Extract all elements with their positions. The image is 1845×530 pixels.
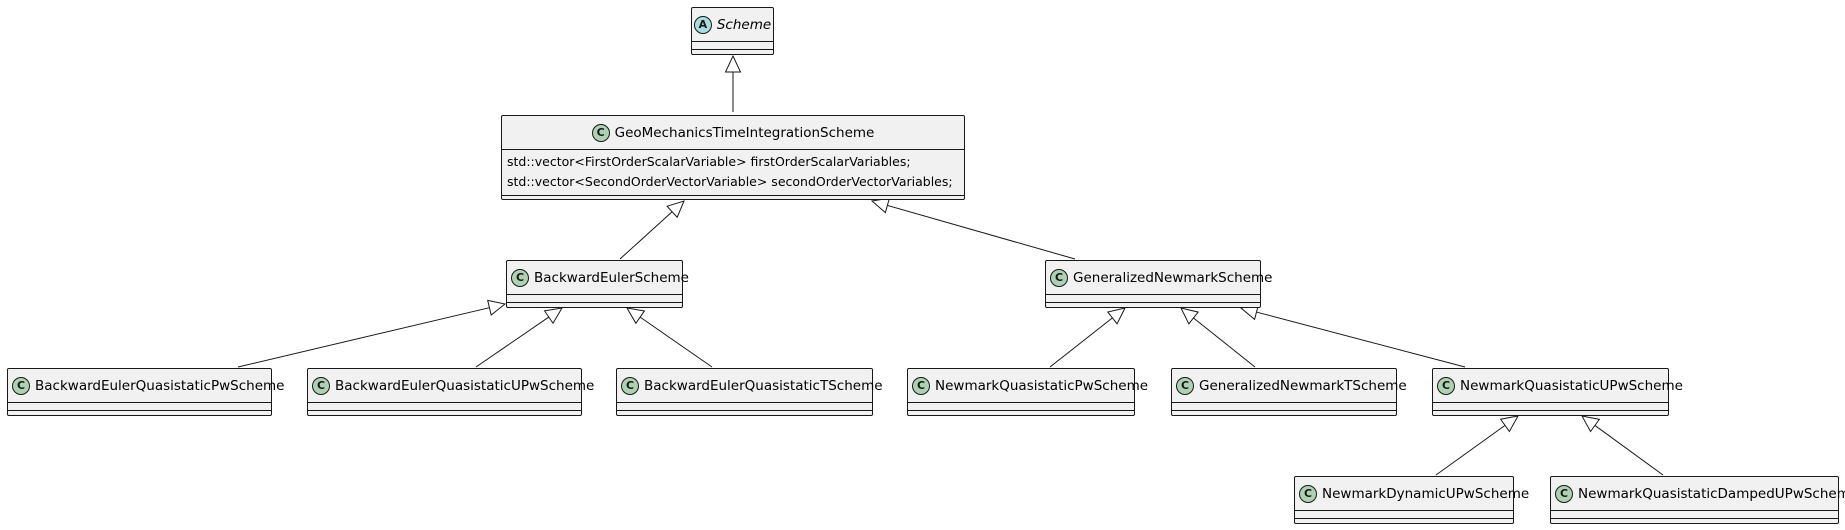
class-header: A Scheme	[692, 8, 773, 42]
fields-section	[1433, 403, 1668, 411]
class-name: GeoMechanicsTimeIntegrationScheme	[614, 124, 875, 141]
class-icon: C	[1050, 268, 1068, 287]
class-icon: C	[511, 268, 529, 287]
inheritance-line	[619, 211, 673, 260]
methods-section	[1551, 519, 1838, 526]
fields-section	[617, 403, 872, 411]
inheritance-line	[475, 316, 550, 368]
inheritance-line	[1435, 424, 1506, 476]
fields-section	[908, 403, 1134, 411]
inheritance-arrowhead	[543, 307, 563, 325]
inheritance-arrowhead	[666, 200, 685, 219]
methods-section	[617, 411, 872, 418]
class-name: BackwardEulerQuasistaticPwScheme	[35, 377, 285, 394]
class-header: C NewmarkQuasistaticUPwScheme	[1433, 369, 1683, 403]
class-header: C GeneralizedNewmarkTScheme	[1172, 369, 1407, 403]
field-first-order-scalar-variables: std::vector<FirstOrderScalarVariable> fi…	[507, 154, 911, 169]
methods-section	[507, 303, 682, 310]
inheritance-line	[1049, 317, 1113, 368]
class-icon: C	[912, 376, 930, 395]
class-header: C NewmarkQuasistaticPwScheme	[908, 369, 1148, 403]
class-backward-euler-quasistatic-pw-scheme[interactable]: C BackwardEulerQuasistaticPwScheme	[7, 368, 284, 418]
class-icon: C	[1299, 484, 1317, 503]
class-name: NewmarkQuasistaticUPwScheme	[1460, 377, 1683, 394]
inheritance-arrowhead	[487, 299, 507, 316]
class-name: BackwardEulerQuasistaticUPwScheme	[335, 377, 595, 394]
class-icon: C	[1176, 376, 1194, 395]
methods-section	[8, 411, 271, 418]
class-newmark-quasistatic-damped-upw-scheme[interactable]: C NewmarkQuasistaticDampedUPwScheme	[1550, 476, 1845, 526]
class-header: C BackwardEulerQuasistaticUPwScheme	[308, 369, 594, 403]
class-generalized-newmark-scheme[interactable]: C GeneralizedNewmarkScheme	[1045, 260, 1272, 310]
fields-section	[1551, 511, 1838, 519]
inheritance-arrowhead	[626, 307, 646, 325]
class-scheme[interactable]: A Scheme	[691, 7, 774, 55]
class-newmark-dynamic-upw-scheme[interactable]: C NewmarkDynamicUPwScheme	[1294, 476, 1529, 526]
fields-section	[1295, 511, 1513, 519]
methods-section	[308, 411, 581, 418]
class-name: GeneralizedNewmarkScheme	[1073, 269, 1273, 286]
class-header: C BackwardEulerQuasistaticTScheme	[617, 369, 883, 403]
class-geomechanics-time-integration-scheme[interactable]: C GeoMechanicsTimeIntegrationScheme std:…	[501, 115, 965, 200]
inheritance-arrowhead	[1180, 307, 1200, 325]
inheritance-line	[237, 307, 490, 368]
class-newmark-quasistatic-upw-scheme[interactable]: C NewmarkQuasistaticUPwScheme	[1432, 368, 1683, 418]
inheritance-arrowhead	[1581, 415, 1601, 433]
class-header: C BackwardEulerQuasistaticPwScheme	[8, 369, 284, 403]
class-name: BackwardEulerQuasistaticTScheme	[644, 377, 883, 394]
class-icon: C	[1555, 484, 1573, 503]
fields-section: std::vector<FirstOrderScalarVariable> fi…	[502, 150, 964, 196]
fields-section	[507, 295, 682, 303]
inheritance-line	[1256, 311, 1466, 368]
methods-section	[1433, 411, 1668, 418]
class-icon: C	[12, 376, 30, 395]
inheritance-line	[887, 204, 1076, 260]
inheritance-line	[1594, 425, 1664, 476]
class-header: C NewmarkQuasistaticDampedUPwScheme	[1551, 477, 1845, 511]
fields-section	[8, 403, 271, 411]
class-name: GeneralizedNewmarkTScheme	[1199, 377, 1407, 394]
class-icon: C	[312, 376, 330, 395]
class-newmark-quasistatic-pw-scheme[interactable]: C NewmarkQuasistaticPwScheme	[907, 368, 1148, 418]
inheritance-line	[1193, 317, 1256, 368]
class-name: Scheme	[716, 16, 772, 33]
fields-section	[308, 403, 581, 411]
class-backward-euler-quasistatic-upw-scheme[interactable]: C BackwardEulerQuasistaticUPwScheme	[307, 368, 594, 418]
class-icon: C	[621, 376, 639, 395]
methods-section	[1172, 411, 1396, 418]
class-header: C NewmarkDynamicUPwScheme	[1295, 477, 1529, 511]
fields-section	[1046, 295, 1260, 303]
class-backward-euler-quasistatic-t-scheme[interactable]: C BackwardEulerQuasistaticTScheme	[616, 368, 883, 418]
inheritance-line	[639, 316, 713, 368]
inheritance-arrowhead	[1499, 415, 1519, 433]
class-generalized-newmark-t-scheme[interactable]: C GeneralizedNewmarkTScheme	[1171, 368, 1407, 418]
class-name: NewmarkQuasistaticPwScheme	[935, 377, 1149, 394]
class-header: C GeneralizedNewmarkScheme	[1046, 261, 1272, 295]
methods-section	[1295, 519, 1513, 526]
methods-section	[692, 50, 773, 57]
inheritance-arrowhead	[724, 54, 742, 73]
methods-section	[908, 411, 1134, 418]
class-backward-euler-scheme[interactable]: C BackwardEulerScheme	[506, 260, 689, 310]
class-name: BackwardEulerScheme	[534, 269, 689, 286]
class-icon: C	[1437, 376, 1455, 395]
class-name: NewmarkDynamicUPwScheme	[1322, 485, 1530, 502]
class-header: C GeoMechanicsTimeIntegrationScheme	[502, 116, 964, 150]
methods-section	[502, 196, 964, 203]
class-icon: C	[591, 123, 610, 142]
methods-section	[1046, 303, 1260, 310]
field-second-order-vector-variables: std::vector<SecondOrderVectorVariable> s…	[507, 174, 953, 189]
class-name: NewmarkQuasistaticDampedUPwScheme	[1578, 485, 1845, 502]
abstract-class-icon: A	[693, 15, 712, 34]
class-header: C BackwardEulerScheme	[507, 261, 689, 295]
fields-section	[1172, 403, 1396, 411]
inheritance-arrowhead	[1106, 307, 1126, 325]
fields-section	[692, 42, 773, 50]
